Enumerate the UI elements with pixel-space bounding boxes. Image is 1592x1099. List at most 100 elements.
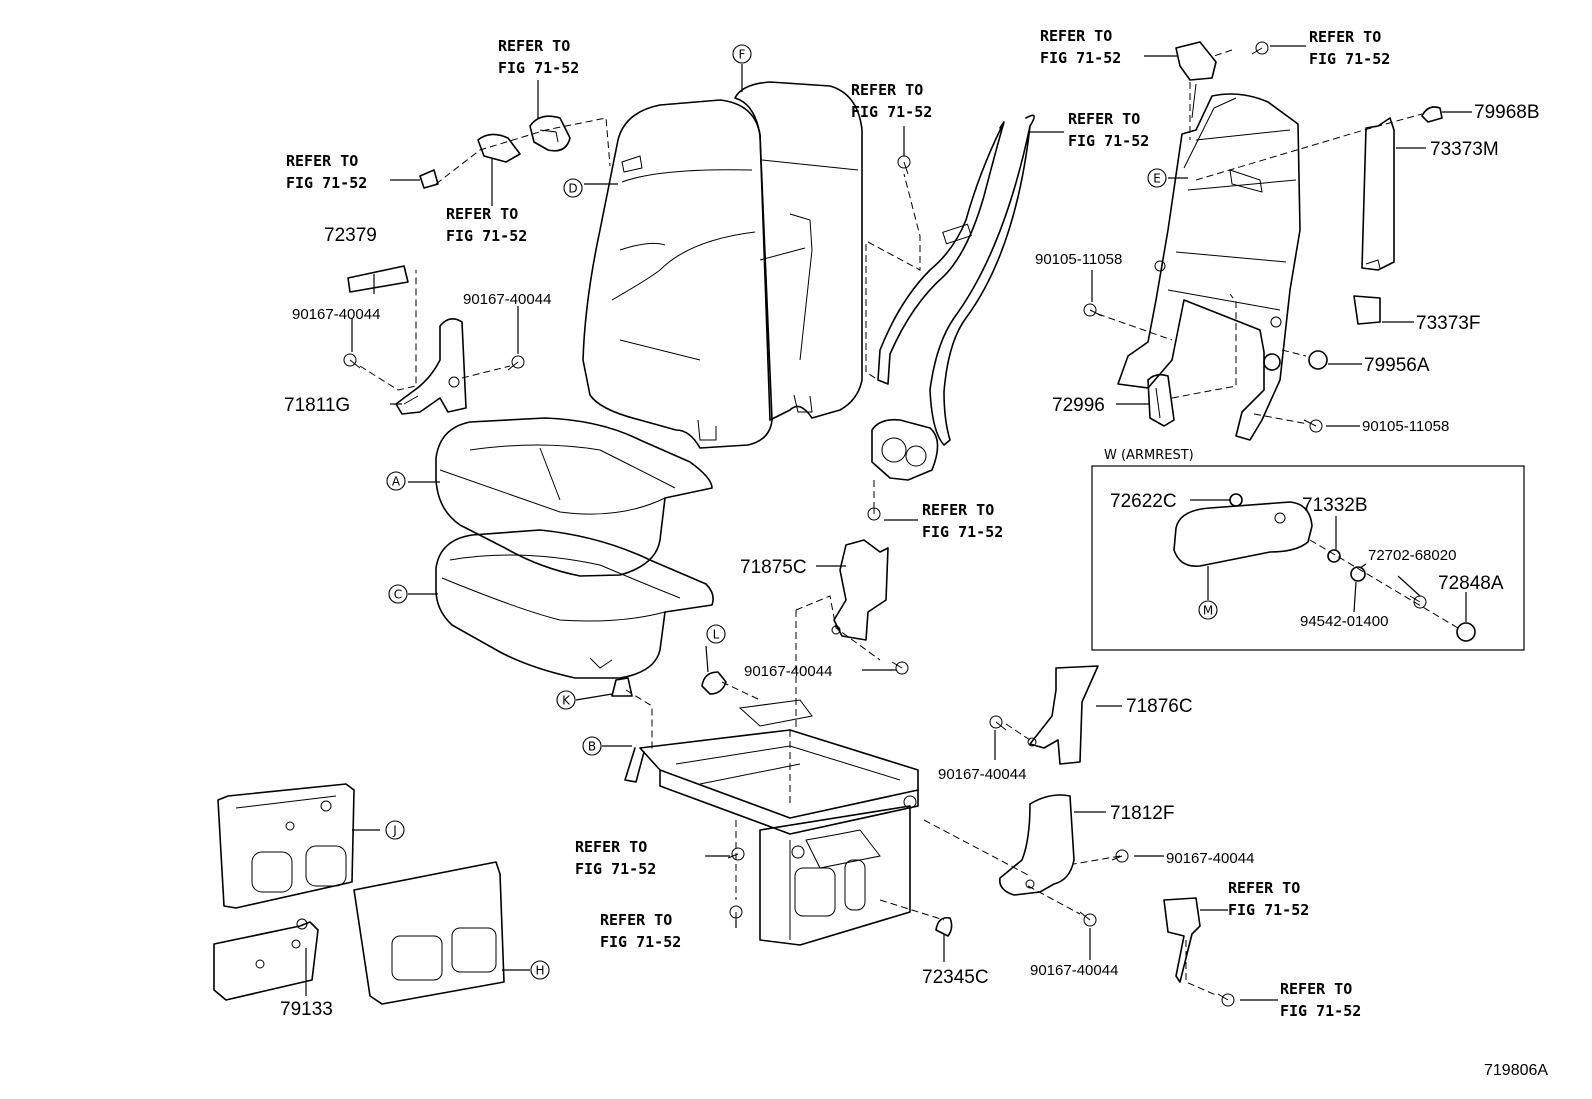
callout-l: L: [706, 624, 726, 644]
bolts: [343, 41, 1443, 1007]
refer-label-bolt-lower: REFER TO FIG 71-52: [600, 911, 681, 951]
callout-d: D: [563, 178, 583, 198]
bolt-icon: [891, 661, 909, 675]
refer-label-buckle-bolt: REFER TO FIG 71-52: [1280, 980, 1361, 1020]
lock-cover-lower[interactable]: [477, 133, 521, 163]
callout-a: A: [386, 471, 406, 491]
part-90167-40044: 90167-40044: [744, 663, 832, 680]
part-72848a: 72848A: [1438, 573, 1504, 594]
svg-text:REFER TO: REFER TO: [1068, 110, 1140, 128]
refer-label-top-right-a: REFER TO FIG 71-52: [1040, 27, 1121, 67]
callout-j: J: [385, 820, 405, 840]
part-number-labels: 72379 90167-40044 90167-40044 71811G 718…: [280, 102, 1540, 1020]
svg-text:FIG 71-52: FIG 71-52: [1280, 1002, 1361, 1020]
svg-text:FIG 71-52: FIG 71-52: [1040, 49, 1121, 67]
refer-label-upper-left-b: REFER TO FIG 71-52: [286, 152, 367, 192]
bolt-icon: [507, 355, 525, 371]
part-73373f: 73373F: [1416, 313, 1480, 334]
part-72996: 72996: [1052, 395, 1105, 416]
part-71876c: 71876C: [1126, 696, 1193, 717]
clip-icon: [1421, 106, 1443, 123]
part-71332b: 71332B: [1302, 495, 1368, 516]
callout-b: B: [582, 736, 602, 756]
callout-m: M: [1198, 600, 1218, 620]
svg-text:FIG 71-52: FIG 71-52: [1228, 901, 1309, 919]
refer-label-top-center: REFER TO FIG 71-52: [851, 81, 932, 121]
seatback-cover-f[interactable]: [734, 81, 863, 421]
part-79968b: 79968B: [1474, 102, 1540, 123]
cap-icon: [935, 916, 953, 937]
bolt-icon: [343, 353, 361, 369]
side-cover-71875c[interactable]: [831, 539, 889, 641]
front-panel-h[interactable]: [353, 861, 505, 1005]
armrest-box-label: W (ARMREST): [1104, 448, 1194, 463]
part-90167-40044: 90167-40044: [1030, 962, 1118, 979]
hinge-cover-71811g[interactable]: [395, 318, 467, 415]
svg-text:REFER TO: REFER TO: [575, 838, 647, 856]
part-72622c: 72622C: [1110, 491, 1177, 512]
part-72379: 72379: [324, 225, 377, 246]
part-72345c: 72345C: [922, 967, 989, 988]
buckle-stalk[interactable]: [1163, 897, 1201, 983]
part-90167-40044: 90167-40044: [1166, 850, 1254, 867]
svg-text:D: D: [568, 182, 577, 196]
part-90105-11058: 90105-11058: [1362, 418, 1449, 435]
refer-label-upper-left-a: REFER TO FIG 71-52: [498, 37, 579, 77]
front-panel-j[interactable]: [217, 783, 355, 909]
svg-text:L: L: [713, 628, 720, 642]
svg-text:FIG 71-52: FIG 71-52: [498, 59, 579, 77]
callout-c: C: [388, 584, 408, 604]
svg-text:REFER TO: REFER TO: [922, 501, 994, 519]
bolt-icon: [1217, 993, 1235, 1007]
svg-text:FIG 71-52: FIG 71-52: [446, 227, 527, 245]
svg-text:A: A: [392, 475, 401, 489]
part-72702-68020: 72702-68020: [1368, 547, 1456, 564]
svg-text:FIG 71-52: FIG 71-52: [286, 174, 367, 192]
svg-text:K: K: [562, 694, 571, 708]
recliner-panel-73373m[interactable]: [1361, 117, 1395, 271]
seat-cushion-a[interactable]: [435, 417, 713, 577]
bolt-icon: [1251, 41, 1269, 55]
part-71875c: 71875C: [740, 557, 807, 578]
part-73373m: 73373M: [1430, 139, 1499, 160]
trim-72379[interactable]: [347, 265, 409, 293]
svg-text:REFER TO: REFER TO: [851, 81, 923, 99]
refer-label-upper-left-c: REFER TO FIG 71-52: [446, 205, 527, 245]
leader-lines: [305, 45, 1472, 1001]
seat-cushion-c[interactable]: [435, 529, 714, 679]
svg-text:F: F: [739, 48, 746, 62]
refer-label-belt: REFER TO FIG 71-52: [1068, 110, 1149, 150]
svg-text:FIG 71-52: FIG 71-52: [1068, 132, 1149, 150]
release-knob-upper-right[interactable]: [1175, 41, 1217, 81]
panel-73373f[interactable]: [1353, 295, 1381, 325]
svg-text:FIG 71-52: FIG 71-52: [575, 860, 656, 878]
armrest-pad: [1173, 501, 1313, 567]
svg-text:FIG 71-52: FIG 71-52: [851, 103, 932, 121]
part-90167-40044: 90167-40044: [938, 766, 1026, 783]
svg-text:B: B: [588, 740, 596, 754]
lock-knob[interactable]: [419, 169, 439, 189]
clip-icon: [701, 671, 727, 695]
svg-text:E: E: [1153, 172, 1161, 186]
cap-icon: [1308, 350, 1328, 370]
side-cover-71876c[interactable]: [1027, 665, 1099, 765]
side-cover-71812f[interactable]: [998, 794, 1075, 896]
refer-label-buckle: REFER TO FIG 71-52: [1228, 879, 1309, 919]
seat-riser[interactable]: [759, 805, 911, 946]
svg-text:REFER TO: REFER TO: [1040, 27, 1112, 45]
seatback-frame[interactable]: [1117, 83, 1301, 441]
bolt-icon: [1079, 911, 1097, 927]
svg-text:REFER TO: REFER TO: [286, 152, 358, 170]
part-94542-01400: 94542-01400: [1300, 613, 1388, 630]
part-71812f: 71812F: [1110, 803, 1174, 824]
callout-k: K: [556, 690, 576, 710]
clip-72996[interactable]: [1147, 373, 1175, 427]
seat-frame[interactable]: [624, 699, 919, 835]
svg-text:REFER TO: REFER TO: [600, 911, 672, 929]
cover-79133[interactable]: [213, 918, 319, 1001]
seatback-cover-d[interactable]: [582, 99, 773, 449]
seat-belt-assembly[interactable]: [871, 114, 1035, 481]
svg-text:C: C: [394, 588, 402, 602]
part-71811g: 71811G: [284, 395, 350, 416]
